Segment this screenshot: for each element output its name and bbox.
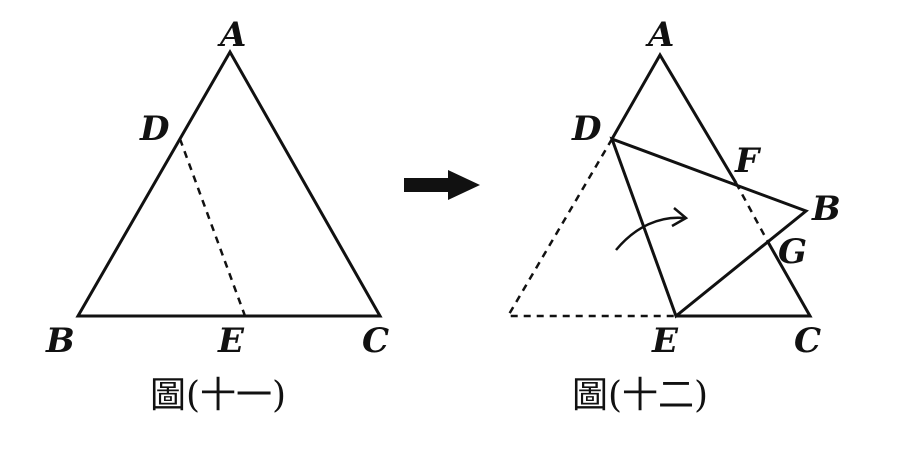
hidden-edge-fg xyxy=(734,182,770,243)
triangle-abc xyxy=(75,48,383,318)
label-c2: C xyxy=(794,321,821,361)
fold-line-de xyxy=(178,138,247,317)
label-d2: D xyxy=(571,109,602,149)
label-b: B xyxy=(45,321,75,361)
transition-arrow-icon xyxy=(404,170,480,200)
label-d: D xyxy=(139,109,170,149)
segment-gce xyxy=(676,241,813,318)
label-a2: A xyxy=(645,15,674,55)
label-f2: F xyxy=(734,141,762,181)
segment-dac xyxy=(610,52,738,184)
figure-11: A D B E C 圖(十一) xyxy=(45,15,389,416)
label-e: E xyxy=(217,321,245,361)
caption-figure-11: 圖(十一) xyxy=(150,375,286,416)
original-triangle-outline xyxy=(505,138,676,318)
figure-12: A D F B G E C 圖(十二) xyxy=(505,15,841,416)
caption-figure-12: 圖(十二) xyxy=(572,375,708,416)
label-c: C xyxy=(362,321,389,361)
label-e2: E xyxy=(651,321,679,361)
label-b2: B xyxy=(811,189,841,229)
rotation-arrow-icon xyxy=(615,207,689,251)
label-a: A xyxy=(217,15,246,55)
label-g2: G xyxy=(778,232,807,272)
